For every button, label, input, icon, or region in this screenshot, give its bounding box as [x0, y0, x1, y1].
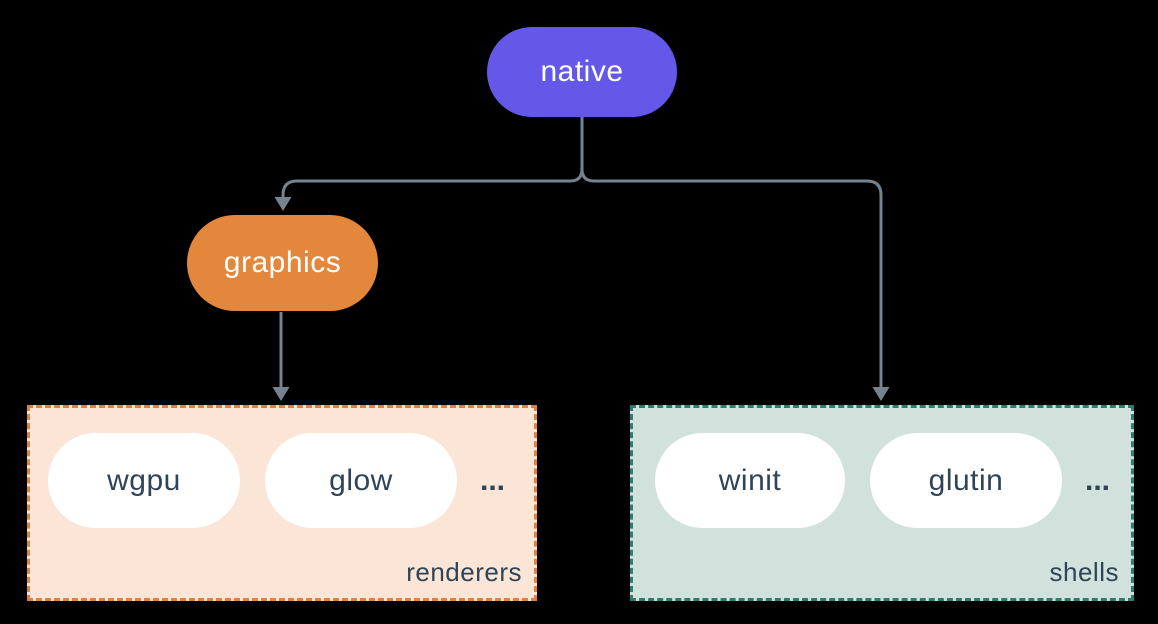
node-winit-label: winit [718, 463, 782, 497]
group-shells: winit glutin ... shells [630, 405, 1134, 601]
node-graphics-label: graphics [223, 246, 342, 279]
arrowhead-native-shells [872, 387, 890, 401]
node-native-label: native [540, 55, 624, 88]
node-native: native [487, 27, 677, 117]
edge-native-shells [580, 117, 883, 388]
node-glow: glow [265, 433, 457, 528]
node-glutin-label: glutin [928, 463, 1004, 497]
shells-ellipsis: ... [1085, 463, 1111, 497]
edge-native-graphics [281, 117, 584, 198]
arrowhead-graphics-renderers [272, 387, 290, 401]
node-winit: winit [655, 433, 845, 528]
renderers-ellipsis: ... [480, 463, 506, 497]
node-graphics: graphics [187, 215, 378, 311]
node-wgpu: wgpu [48, 433, 240, 528]
node-glow-label: glow [329, 463, 393, 497]
node-glutin: glutin [870, 433, 1062, 528]
shells-group-label: shells [1049, 557, 1119, 587]
renderers-group-label: renderers [406, 557, 522, 587]
node-wgpu-label: wgpu [107, 463, 181, 497]
arrowhead-native-graphics [274, 197, 292, 211]
group-renderers: wgpu glow ... renderers [27, 405, 537, 601]
